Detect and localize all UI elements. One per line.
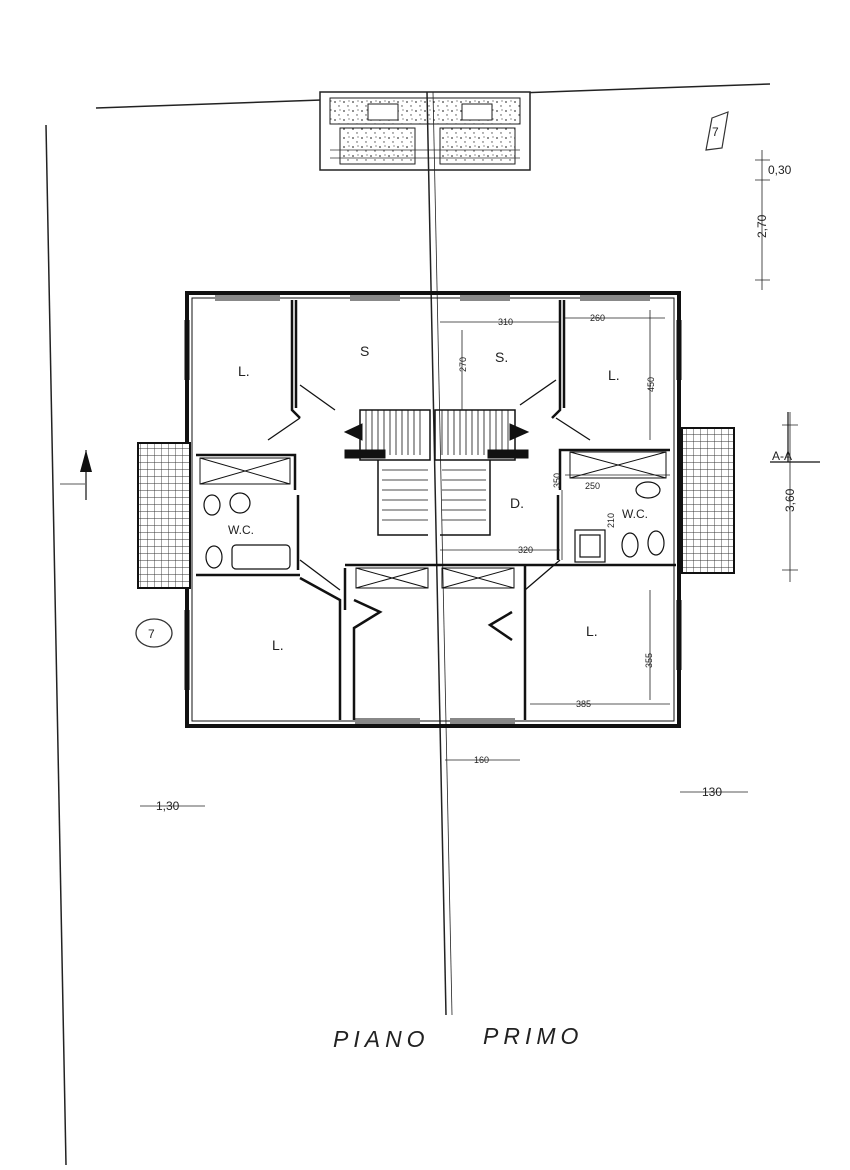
dim-landing-width: 320 (518, 545, 533, 555)
dim-bedroom-width-br: 385 (576, 699, 591, 709)
room-label-right-bottom-bedroom: L. (586, 623, 598, 639)
room-label-left-top-bedroom: L. (238, 363, 250, 379)
room-label-right-bath: W.C. (622, 507, 648, 521)
dim-bath-depth: 210 (606, 513, 616, 528)
dim-bath-width: 250 (585, 481, 600, 491)
dim-study-width: 310 (498, 317, 513, 327)
bathroom-fixtures (203, 481, 665, 570)
drawing-title-left: PIANO (333, 1026, 430, 1052)
dim-left-bottom: 1,30 (156, 799, 180, 813)
central-axis-line (426, 91, 447, 1016)
dimension-lines (60, 150, 798, 807)
right-balcony (681, 427, 735, 574)
room-label-left-bottom-bedroom: L. (272, 637, 284, 653)
north-arrow-icon (80, 450, 92, 500)
dim-bedroom-depth-br: 355 (644, 653, 654, 668)
left-balcony (137, 442, 191, 589)
wardrobes (199, 451, 667, 589)
room-label-left-study: S (360, 343, 369, 359)
door-openings (267, 379, 591, 591)
room-label-landing: D. (510, 495, 524, 511)
room-label-left-bath: W.C. (228, 523, 254, 537)
dim-bottom-center: 160 (474, 755, 489, 765)
dim-top-small: 0,30 (768, 163, 792, 177)
dim-bedroom-width-tr: 260 (590, 313, 605, 323)
section-marker-icon (770, 412, 820, 463)
annotation-top-right: 7 (712, 125, 719, 139)
sheet-border (45, 83, 771, 1166)
dim-study-depth: 270 (458, 357, 468, 372)
dim-right-bottom: 130 (702, 785, 722, 799)
room-label-right-top-bedroom: L. (608, 367, 620, 383)
entrance-planter (319, 91, 531, 171)
dim-top-large: 2,70 (755, 214, 769, 238)
dim-right-vertical: 3,60 (783, 488, 797, 512)
drawing-title-right: PRIMO (483, 1023, 583, 1049)
dim-landing-depth: 350 (552, 473, 562, 488)
windows (184, 295, 682, 724)
interior-walls (196, 300, 676, 720)
staircase (343, 409, 530, 536)
handwritten-circle-annotation (135, 111, 729, 648)
annotation-left: 7 (148, 627, 155, 641)
dim-bedroom-depth-tr: 450 (646, 377, 656, 392)
room-label-right-study: S. (495, 349, 508, 365)
section-label: A-A (772, 449, 792, 463)
